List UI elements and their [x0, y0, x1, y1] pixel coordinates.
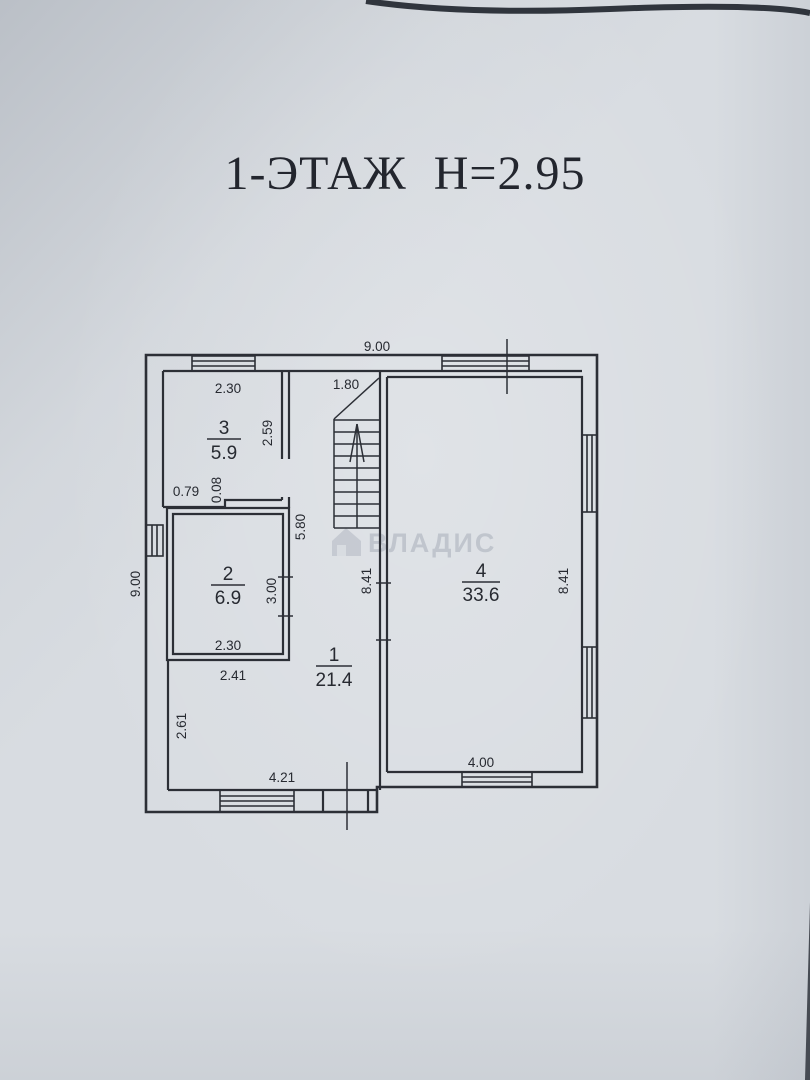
hall-room4-dividing-wall [376, 371, 391, 790]
room2-dimension-ticks [278, 576, 293, 617]
window-left [145, 524, 164, 557]
room4-area: 33.6 [463, 585, 500, 606]
window-bottom-right [461, 771, 533, 788]
dividing-wall-ticks [376, 582, 391, 641]
room2-number: 2 [223, 564, 234, 585]
dividing-wall-lines [378, 371, 389, 790]
photo-top-edge [365, 0, 810, 16]
stairs [333, 377, 380, 529]
room4-number: 4 [476, 561, 487, 582]
room-labels: 3 5.9 2 6.9 1 21.4 4 33.6 [207, 418, 500, 691]
watermark-label: ВЛАДИС [368, 528, 496, 558]
building-outline [144, 353, 599, 814]
dim-stair-width: 1.80 [333, 377, 359, 392]
photo-right-edge [805, 902, 810, 1080]
dim-building-width: 9.00 [364, 339, 390, 354]
room1-area: 21.4 [316, 670, 353, 691]
dim-room4-window-width: 4.00 [468, 755, 494, 770]
room2-area: 6.9 [215, 588, 241, 609]
bottom-wall-segments [321, 790, 370, 812]
dim-corridor-wall-height: 8.41 [359, 568, 374, 594]
watermark: ВЛАДИС [332, 528, 496, 558]
window-bottom-left [219, 789, 295, 813]
room2-walls [165, 506, 293, 662]
room1-number: 1 [329, 645, 340, 666]
dim-building-height: 9.00 [128, 571, 143, 597]
room3-walls [161, 371, 291, 509]
dimension-labels-vertical: 9.00 2.59 0.08 5.80 3.00 8.41 8.41 2.61 [128, 420, 571, 739]
dim-room3-depth: 2.59 [260, 420, 275, 446]
stair-break-line [333, 377, 380, 420]
dim-room2-depth: 3.00 [264, 578, 279, 604]
stair-up-arrow-icon [349, 423, 365, 463]
room2-inner-box [171, 512, 285, 656]
dimension-labels-horizontal: 9.00 2.30 1.80 0.79 2.30 2.41 4.21 4.00 [173, 339, 494, 785]
floor-title: 1-ЭТАЖ Н=2.95 [224, 147, 586, 200]
dim-room3-niche-depth: 0.08 [209, 477, 224, 503]
watermark-house-door [337, 545, 346, 556]
windows [145, 355, 598, 813]
room3-number: 3 [219, 418, 230, 439]
dim-corridor-depth: 5.80 [293, 514, 308, 540]
dim-hall-bottom-width: 4.21 [269, 770, 295, 785]
dim-room2-width: 2.30 [215, 638, 241, 653]
window-right-lower [581, 646, 598, 719]
dim-room3-niche-width: 0.79 [173, 484, 199, 499]
room3-wall-lines [161, 371, 284, 509]
window-top-left [191, 355, 256, 372]
room2-outer-box [165, 506, 291, 662]
room3-area: 5.9 [211, 443, 237, 464]
dim-room4-height-right: 8.41 [556, 568, 571, 594]
dim-hall-top-width: 2.41 [220, 668, 246, 683]
watermark-house-icon [332, 528, 361, 556]
dim-hall-left-height: 2.61 [174, 713, 189, 739]
photo-edge-shadows [365, 0, 810, 1080]
window-top-right [441, 355, 530, 372]
dim-room3-width: 2.30 [215, 381, 241, 396]
window-right-upper [581, 434, 598, 513]
